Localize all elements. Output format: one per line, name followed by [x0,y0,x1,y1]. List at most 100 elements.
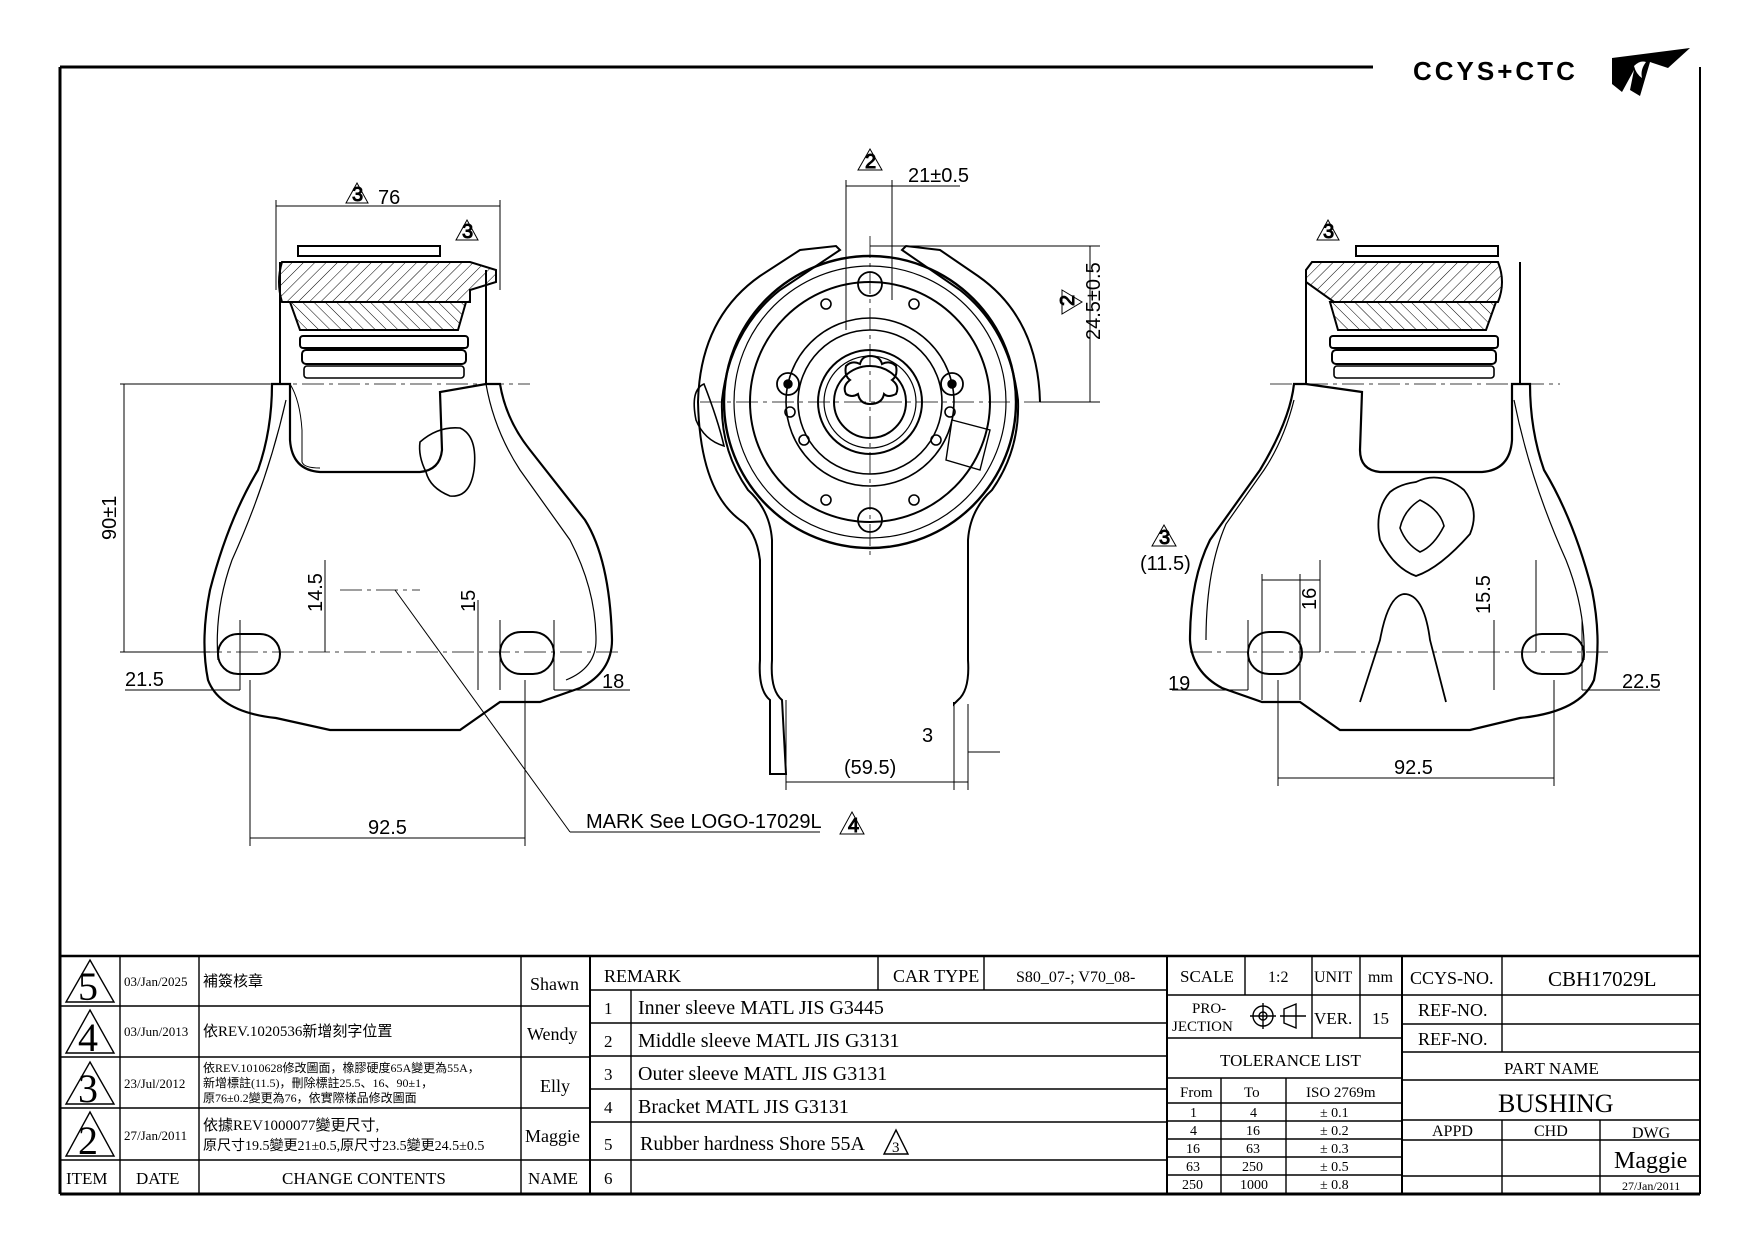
rev-header-item: ITEM [66,1169,108,1188]
dim-19: 19 [1168,673,1190,695]
tol-val-5: ± 0.8 [1320,1178,1349,1193]
ver-value: 15 [1372,1009,1389,1028]
tol-from-2: 4 [1190,1124,1197,1139]
dim-3: 3 [922,725,933,747]
dim-24-5: 24.5±0.5 [1083,262,1105,340]
dwg-name: Maggie [1614,1148,1687,1174]
rev-change-4: 依REV.1020536新增刻字位置 [203,1023,392,1040]
dim-59-5: (59.5) [844,757,896,779]
part-block: CCYS-NO. CBH17029L REF-NO. REF-NO. PART … [1410,967,1687,1193]
tol-to-1: 4 [1250,1106,1257,1121]
rev-header-date: DATE [136,1169,179,1188]
part-name-value: BUSHING [1498,1089,1614,1118]
logo-text: CCYS+CTC [1413,56,1578,86]
dwg-date: 27/Jan/2011 [1622,1179,1680,1193]
tol-to-5: 1000 [1240,1178,1268,1193]
tol-val-3: ± 0.3 [1320,1142,1349,1157]
tol-to-3: 63 [1246,1142,1260,1157]
tol-from-3: 16 [1186,1142,1200,1157]
svg-text:2: 2 [865,151,876,173]
right-side-view [1172,245,1660,786]
remark-header: REMARK [604,966,681,986]
dim-16: 16 [1299,588,1321,610]
dim-11-5: (11.5) [1140,553,1191,575]
tol-val-1: ± 0.1 [1320,1106,1349,1121]
rev-name-5: Shawn [530,974,579,994]
ref1-label: REF-NO. [1418,1000,1488,1020]
ver-label: VER. [1314,1009,1352,1028]
ref2-label: REF-NO. [1418,1029,1488,1049]
part-name-label: PART NAME [1504,1059,1599,1078]
remark-no-6: 6 [604,1169,613,1188]
rev-item-3: 3 [78,1066,98,1111]
rev-change-2-line2: 原尺寸19.5變更21±0.5,原尺寸23.5變更24.5±0.5 [203,1138,484,1154]
front-view-dimensions: 21±0.5 24.5±0.5 3 (59.5) [844,165,1105,779]
right-view-dimensions: (11.5) 16 15.5 19 22.5 92.5 [1140,553,1661,779]
dim-21: 21±0.5 [908,165,969,187]
svg-text:4: 4 [848,815,859,837]
svg-text:3: 3 [352,184,363,206]
revision-markers: 3 3 2 2 3 3 4 [345,147,1340,838]
rev-item-4: 4 [78,1015,98,1060]
dim-height-90: 90±1 [99,496,121,540]
remark-no-1: 1 [604,999,613,1018]
tol-val-4: ± 0.5 [1320,1160,1349,1175]
rev-name-3: Elly [540,1076,570,1096]
tol-from-4: 63 [1186,1160,1200,1175]
front-view [693,180,1100,790]
tolerance-title: TOLERANCE LIST [1220,1051,1361,1070]
rev-date-3: 23/Jul/2012 [124,1076,185,1091]
rev-change-3-line1: 依REV.1010628修改圖面，橡膠硬度65A變更為55A， [203,1060,480,1075]
rev-change-3-line3: 原76±0.2變更為76，依實際樣品修改圖面 [203,1090,417,1105]
tol-to-4: 250 [1242,1160,1263,1175]
logo-emblem [1612,48,1690,96]
rev-item-5: 5 [78,964,98,1009]
dwg-label: DWG [1632,1125,1671,1142]
svg-text:2: 2 [1057,295,1079,306]
remark-text-4: Bracket MATL JIS G3131 [638,1096,849,1118]
dim-15: 15 [458,590,480,612]
unit-value: mm [1368,969,1393,986]
svg-text:3: 3 [1323,221,1334,243]
rev-date-2: 27/Jan/2011 [124,1128,187,1143]
rev-item-2: 2 [78,1118,98,1163]
dim-14-5: 14.5 [305,573,327,612]
rev-date-4: 03/Jun/2013 [124,1024,188,1039]
car-type-label: CAR TYPE [893,966,979,986]
title-block [60,954,1700,1194]
chd-label: CHD [1534,1123,1568,1140]
projection-label-1: PRO- [1192,1001,1226,1017]
revision-table: 5 03/Jan/2025 補簽核章 Shawn 4 03/Jun/2013 依… [66,964,580,1188]
appd-label: APPD [1432,1123,1473,1140]
dim-92-5-left: 92.5 [368,817,407,839]
rev-name-2: Maggie [525,1126,580,1146]
rev-header-changes: CHANGE CONTENTS [282,1169,446,1188]
scale-label: SCALE [1180,967,1234,986]
dim-width-76: 76 [378,187,400,209]
ccys-value: CBH17029L [1548,967,1657,991]
tol-from-1: 1 [1190,1106,1197,1121]
remark-table: REMARK CAR TYPE S80_07-; V70_08- 1 Inner… [604,966,1135,1188]
tol-from-5: 250 [1182,1178,1203,1193]
remark-text-5: Rubber hardness Shore 55A [640,1133,866,1155]
remark-no-3: 3 [604,1065,613,1084]
remark-text-3: Outer sleeve MATL JIS G3131 [638,1063,887,1085]
tol-header-from: From [1180,1085,1213,1101]
dim-92-5-right: 92.5 [1394,757,1433,779]
svg-text:3: 3 [1159,527,1170,549]
rev-change-5: 補簽核章 [203,972,263,990]
tol-val-2: ± 0.2 [1320,1124,1349,1139]
rev-header-name: NAME [528,1169,578,1188]
remark-no-4: 4 [604,1098,613,1117]
remark-no-5: 5 [604,1135,613,1154]
remark-no-2: 2 [604,1032,613,1051]
mark-note: MARK See LOGO-17029L [586,811,822,833]
rev-date-5: 03/Jan/2025 [124,974,188,989]
dim-22-5: 22.5 [1622,671,1661,693]
left-side-view [120,200,820,846]
company-logo: CCYS+CTC [1413,48,1690,96]
rev-change-2-line1: 依據REV1000077變更尺寸, [203,1117,379,1134]
remark-5-mark: 3 [892,1140,900,1156]
remark-text-2: Middle sleeve MATL JIS G3131 [638,1030,899,1052]
